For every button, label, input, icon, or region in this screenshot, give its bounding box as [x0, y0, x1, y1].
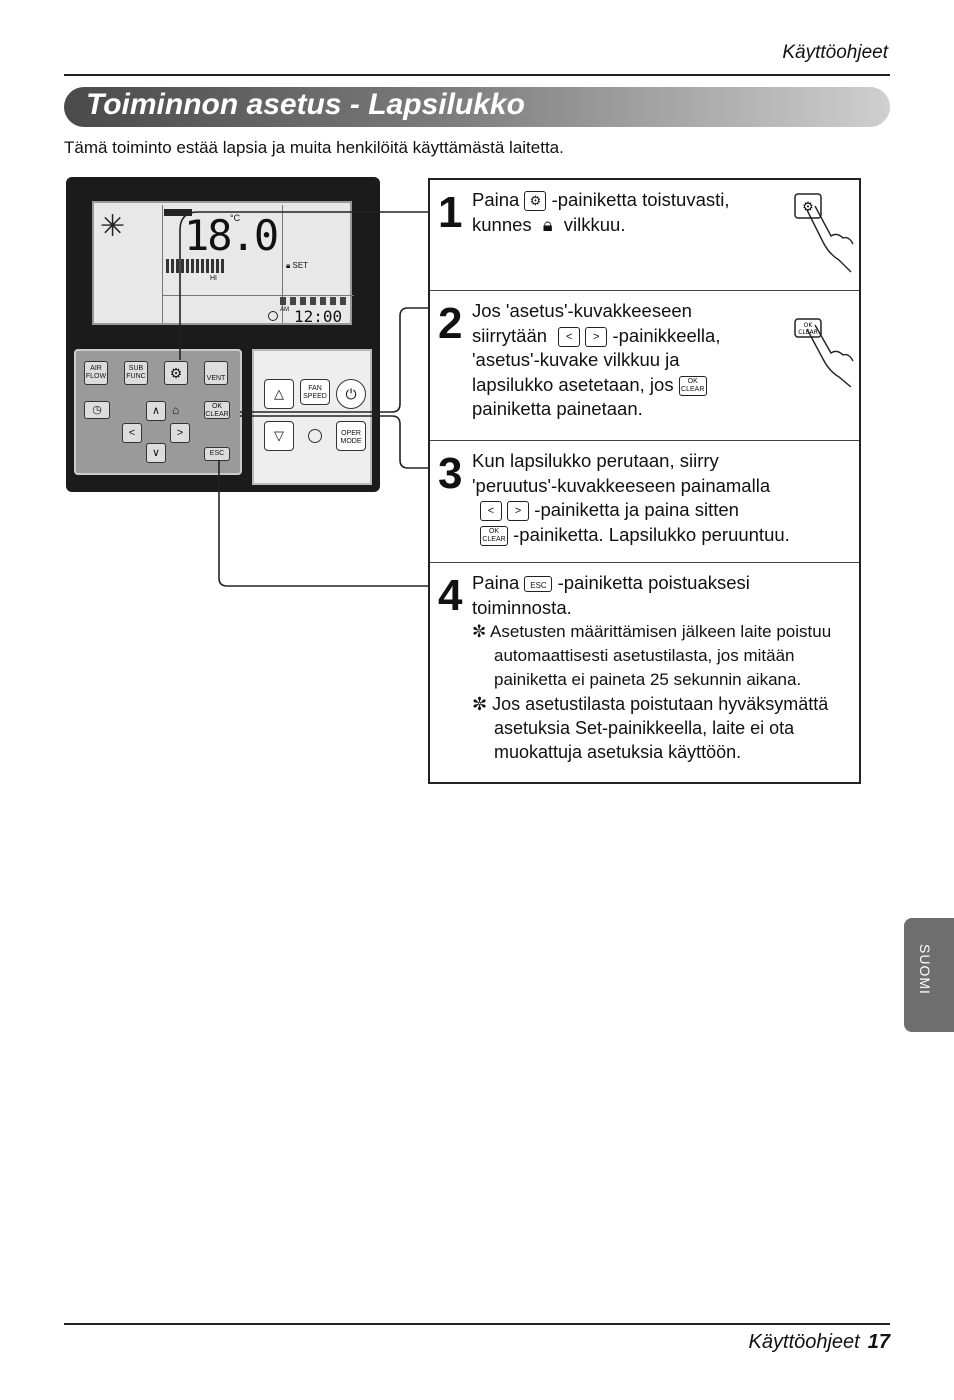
lock-icon: 🔒︎ [542, 213, 553, 235]
remote-left-panel: AIR FLOW SUB FUNC ⚙ VENT ◷ ∧ ⌂ OK CLEAR … [74, 349, 242, 475]
step-text: Paina ⚙ -painiketta toistuvasti, kunnes … [472, 188, 730, 237]
air-flow-button[interactable]: AIR FLOW [84, 361, 108, 385]
temp-down-button[interactable]: ▽ [264, 421, 294, 451]
esc-button[interactable]: ESC [204, 447, 230, 461]
lcd-fan-speed-bar [166, 259, 226, 273]
callout-step-4 [218, 460, 428, 587]
hand-pressing-ok-clear-icon: OK CLEAR [794, 318, 854, 387]
ok-clear-icon: OK CLEAR [678, 375, 707, 396]
indicator-led [308, 429, 322, 443]
down-arrow-button[interactable]: ∨ [146, 443, 166, 463]
settings-icon: ⚙ [524, 191, 547, 212]
step-number: 4 [438, 571, 463, 620]
page-header-title: Käyttöohjeet [782, 42, 888, 63]
step-note-1: ✼ Asetusten määrittämisen jälkeen laite … [472, 622, 832, 689]
remote-lcd: ✳ 18.0 °C HI 🔒︎ SET AM 12:00 [92, 201, 354, 326]
power-icon: ⏻ [345, 386, 357, 402]
section-title: Toiminnon asetus - Lapsilukko [86, 88, 525, 121]
power-button[interactable]: ⏻ [336, 379, 366, 409]
oper-mode-button[interactable]: OPER MODE [336, 421, 366, 451]
page-number: 17 [867, 1331, 890, 1353]
step-number: 2 [438, 299, 463, 348]
gear-icon: ⚙ [169, 365, 183, 381]
ok-clear-icon: OK CLEAR [480, 525, 508, 546]
lcd-set-temp-badge [164, 209, 192, 216]
svg-text:CLEAR: CLEAR [798, 329, 818, 336]
up-arrow-button[interactable]: ∧ [146, 401, 166, 421]
clock-icon: ◷ [92, 404, 102, 416]
steps-box: 1 Paina ⚙ -painiketta toistuvasti, kunne… [428, 178, 861, 784]
sub-func-button[interactable]: SUB FUNC [124, 361, 148, 385]
language-side-tab: SUOMI [904, 918, 954, 1032]
lcd-unit: °C [230, 213, 241, 223]
left-arrow-icon: < [480, 501, 502, 522]
step-note-2: ✼ Jos asetustilasta poistutaan hyväksymä… [472, 694, 829, 762]
footer-label: Käyttöohjeet [748, 1331, 860, 1353]
left-arrow-icon: < [558, 326, 581, 347]
step-2: 2 Jos 'asetus'-kuvakkeeseen siirrytään <… [430, 290, 859, 440]
ok-clear-button[interactable]: OK CLEAR [204, 401, 230, 419]
lcd-temperature: 18.0 [184, 211, 279, 260]
timer-button[interactable]: ◷ [84, 401, 110, 419]
page-footer: Käyttöohjeet 17 [749, 1331, 890, 1354]
lcd-fan-label: HI [210, 275, 217, 282]
lcd-lock-indicator: 🔒︎ SET [286, 261, 309, 270]
lcd-days-row [280, 297, 350, 305]
note-snowflake-icon: ✼ [472, 622, 491, 641]
section-title-bar: Toiminnon asetus - Lapsilukko [64, 87, 890, 127]
svg-text:⚙: ⚙ [802, 200, 814, 215]
note-snowflake-icon: ✼ [472, 694, 493, 714]
step-4: 4 Paina ESC -painiketta poistuaksesi toi… [430, 562, 859, 784]
home-icon: ⌂ [172, 403, 180, 417]
svg-text:OK: OK [804, 322, 814, 329]
vent-button[interactable]: VENT [204, 361, 228, 385]
lcd-clock: 12:00 [294, 307, 343, 326]
lock-icon: 🔒︎ [286, 261, 291, 270]
step-3: 3 Kun lapsilukko perutaan, siirry 'peruu… [430, 440, 859, 562]
temp-up-button[interactable]: △ [264, 379, 294, 409]
header-rule [64, 74, 890, 76]
left-arrow-button[interactable]: < [122, 423, 142, 443]
esc-icon: ESC [524, 576, 553, 593]
callout-lines [179, 211, 428, 587]
step-number: 1 [438, 188, 463, 237]
step-1: 1 Paina ⚙ -painiketta toistuvasti, kunne… [430, 180, 859, 290]
right-arrow-icon: > [585, 326, 608, 347]
callout-step-1 [179, 211, 428, 360]
remote-controller: ✳ 18.0 °C HI 🔒︎ SET AM 12:00 AIR FLOW SU… [66, 177, 380, 492]
step-text: Jos 'asetus'-kuvakkeeseen siirrytään < >… [472, 300, 721, 419]
footer-rule [64, 1323, 890, 1325]
fan-speed-button[interactable]: FAN SPEED [300, 379, 330, 405]
step-text: Kun lapsilukko perutaan, siirry 'peruutu… [472, 450, 790, 546]
step-number: 3 [438, 449, 463, 498]
callout-step-2 [240, 307, 428, 413]
step-text: Paina ESC -painiketta poistuaksesi toimi… [472, 571, 854, 764]
remote-right-panel: △ FAN SPEED ⏻ ▽ OPER MODE [252, 349, 372, 485]
intro-text: Tämä toiminto estää lapsia ja muita henk… [64, 138, 564, 157]
callout-step-3 [240, 415, 428, 469]
snowflake-icon: ✳ [100, 210, 126, 243]
lcd-ampm: AM [280, 307, 289, 313]
settings-button[interactable]: ⚙ [164, 361, 188, 385]
hand-pressing-settings-icon: ⚙ [794, 193, 854, 273]
clock-icon [268, 311, 278, 321]
right-arrow-icon: > [507, 501, 530, 522]
right-arrow-button[interactable]: > [170, 423, 190, 443]
